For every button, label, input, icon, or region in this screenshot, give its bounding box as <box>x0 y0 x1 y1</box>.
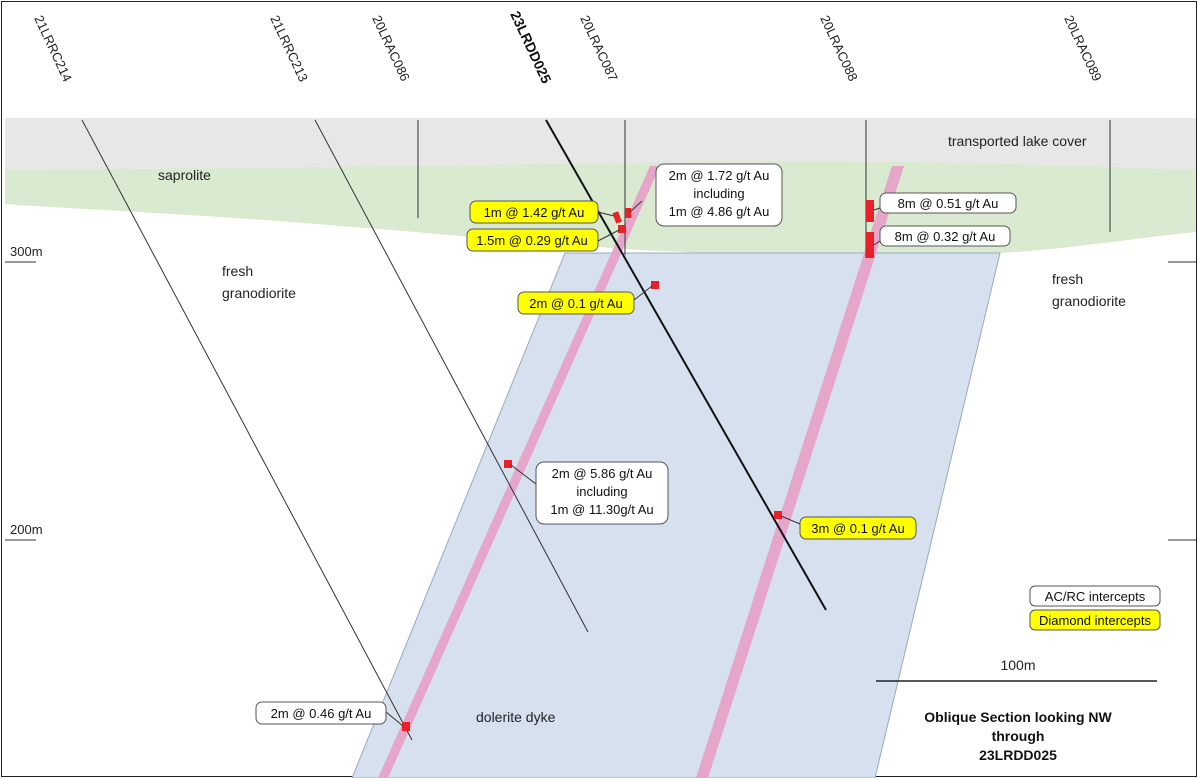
hole-trace-21lrrc214 <box>81 119 413 741</box>
transported-cover-layer <box>5 118 1196 170</box>
legend-ac-rc-text: AC/RC intercepts <box>1045 589 1146 604</box>
section-title-line2: through <box>992 728 1045 744</box>
callout-box-087 <box>655 163 783 227</box>
callout-088-b-text: 8m @ 0.32 g/t Au <box>895 229 996 244</box>
intercept-marker-0-1-upper <box>651 281 659 289</box>
callout-0-46-text: 2m @ 0.46 g/t Au <box>271 706 372 721</box>
callout-box-0-1-upper <box>517 291 635 315</box>
callout-link-088-b <box>873 240 881 246</box>
intercept-marker-0-46 <box>402 722 410 731</box>
elev-label-300: 300m <box>10 244 43 259</box>
callout-5-86-line2: including <box>576 484 627 499</box>
callout-link-0-29 <box>597 229 620 242</box>
label-transported-cover: transported lake cover <box>948 133 1087 149</box>
label-fresh-left-1: fresh <box>222 263 253 279</box>
legend-ac-rc-box <box>1029 585 1161 607</box>
label-fresh-right-1: fresh <box>1052 271 1083 287</box>
intercept-marker-5-86 <box>504 460 512 468</box>
callout-087-line1: 2m @ 1.72 g/t Au <box>669 168 770 183</box>
ore-zone-left <box>378 166 660 778</box>
label-fresh-left-2: granodiorite <box>222 285 296 301</box>
dolerite-dyke <box>351 252 1001 778</box>
legend-diamond-text: Diamond intercepts <box>1039 613 1151 628</box>
intercept-marker-088-b <box>866 232 874 258</box>
callout-0-1-upper-text: 2m @ 0.1 g/t Au <box>529 296 622 311</box>
callout-5-86-line1: 2m @ 5.86 g/t Au <box>552 466 653 481</box>
label-fresh-right-2: granodiorite <box>1052 293 1126 309</box>
callout-088-a-text: 8m @ 0.51 g/t Au <box>898 196 999 211</box>
label-saprolite: saprolite <box>158 167 211 183</box>
callout-box-0-1-lower <box>799 516 917 540</box>
callout-box-1-42 <box>469 200 599 224</box>
callout-link-1-42 <box>597 211 615 217</box>
scale-bar-label: 100m <box>1000 657 1035 673</box>
callout-087-line2: including <box>693 186 744 201</box>
callout-0-29-text: 1.5m @ 0.29 g/t Au <box>476 233 587 248</box>
callout-link-088-a <box>873 207 881 211</box>
callout-link-087 <box>629 200 643 213</box>
callout-box-5-86 <box>535 461 669 525</box>
callout-box-0-46 <box>255 701 387 725</box>
elev-label-200: 200m <box>10 522 43 537</box>
legend-diamond-box <box>1029 609 1161 631</box>
callout-link-0-1-lower <box>780 515 801 525</box>
intercept-marker-0-29 <box>618 225 626 233</box>
callout-087-line3: 1m @ 4.86 g/t Au <box>669 204 770 219</box>
callout-box-088-b <box>879 225 1011 247</box>
section-title-line3: 23LRDD025 <box>979 747 1057 763</box>
callout-box-088-a <box>879 192 1017 214</box>
callout-link-5-86 <box>510 464 537 485</box>
intercept-marker-1-42 <box>612 211 622 224</box>
section-title-line1: Oblique Section looking NW <box>924 709 1112 725</box>
label-dolerite-dyke: dolerite dyke <box>476 709 556 725</box>
ore-zone-right <box>696 166 904 778</box>
callout-link-0-1-upper <box>633 285 653 301</box>
callout-5-86-line3: 1m @ 11.30g/t Au <box>550 502 653 517</box>
intercept-marker-0-1-lower <box>774 511 782 519</box>
callout-1-42-text: 1m @ 1.42 g/t Au <box>484 205 585 220</box>
callout-0-1-lower-text: 3m @ 0.1 g/t Au <box>811 521 904 536</box>
intercept-marker-088-a <box>866 200 874 222</box>
callout-box-0-29 <box>466 228 599 252</box>
callout-link-0-46 <box>385 711 404 727</box>
intercept-marker-087 <box>625 208 631 218</box>
hole-trace-21lrrc213 <box>314 119 589 633</box>
